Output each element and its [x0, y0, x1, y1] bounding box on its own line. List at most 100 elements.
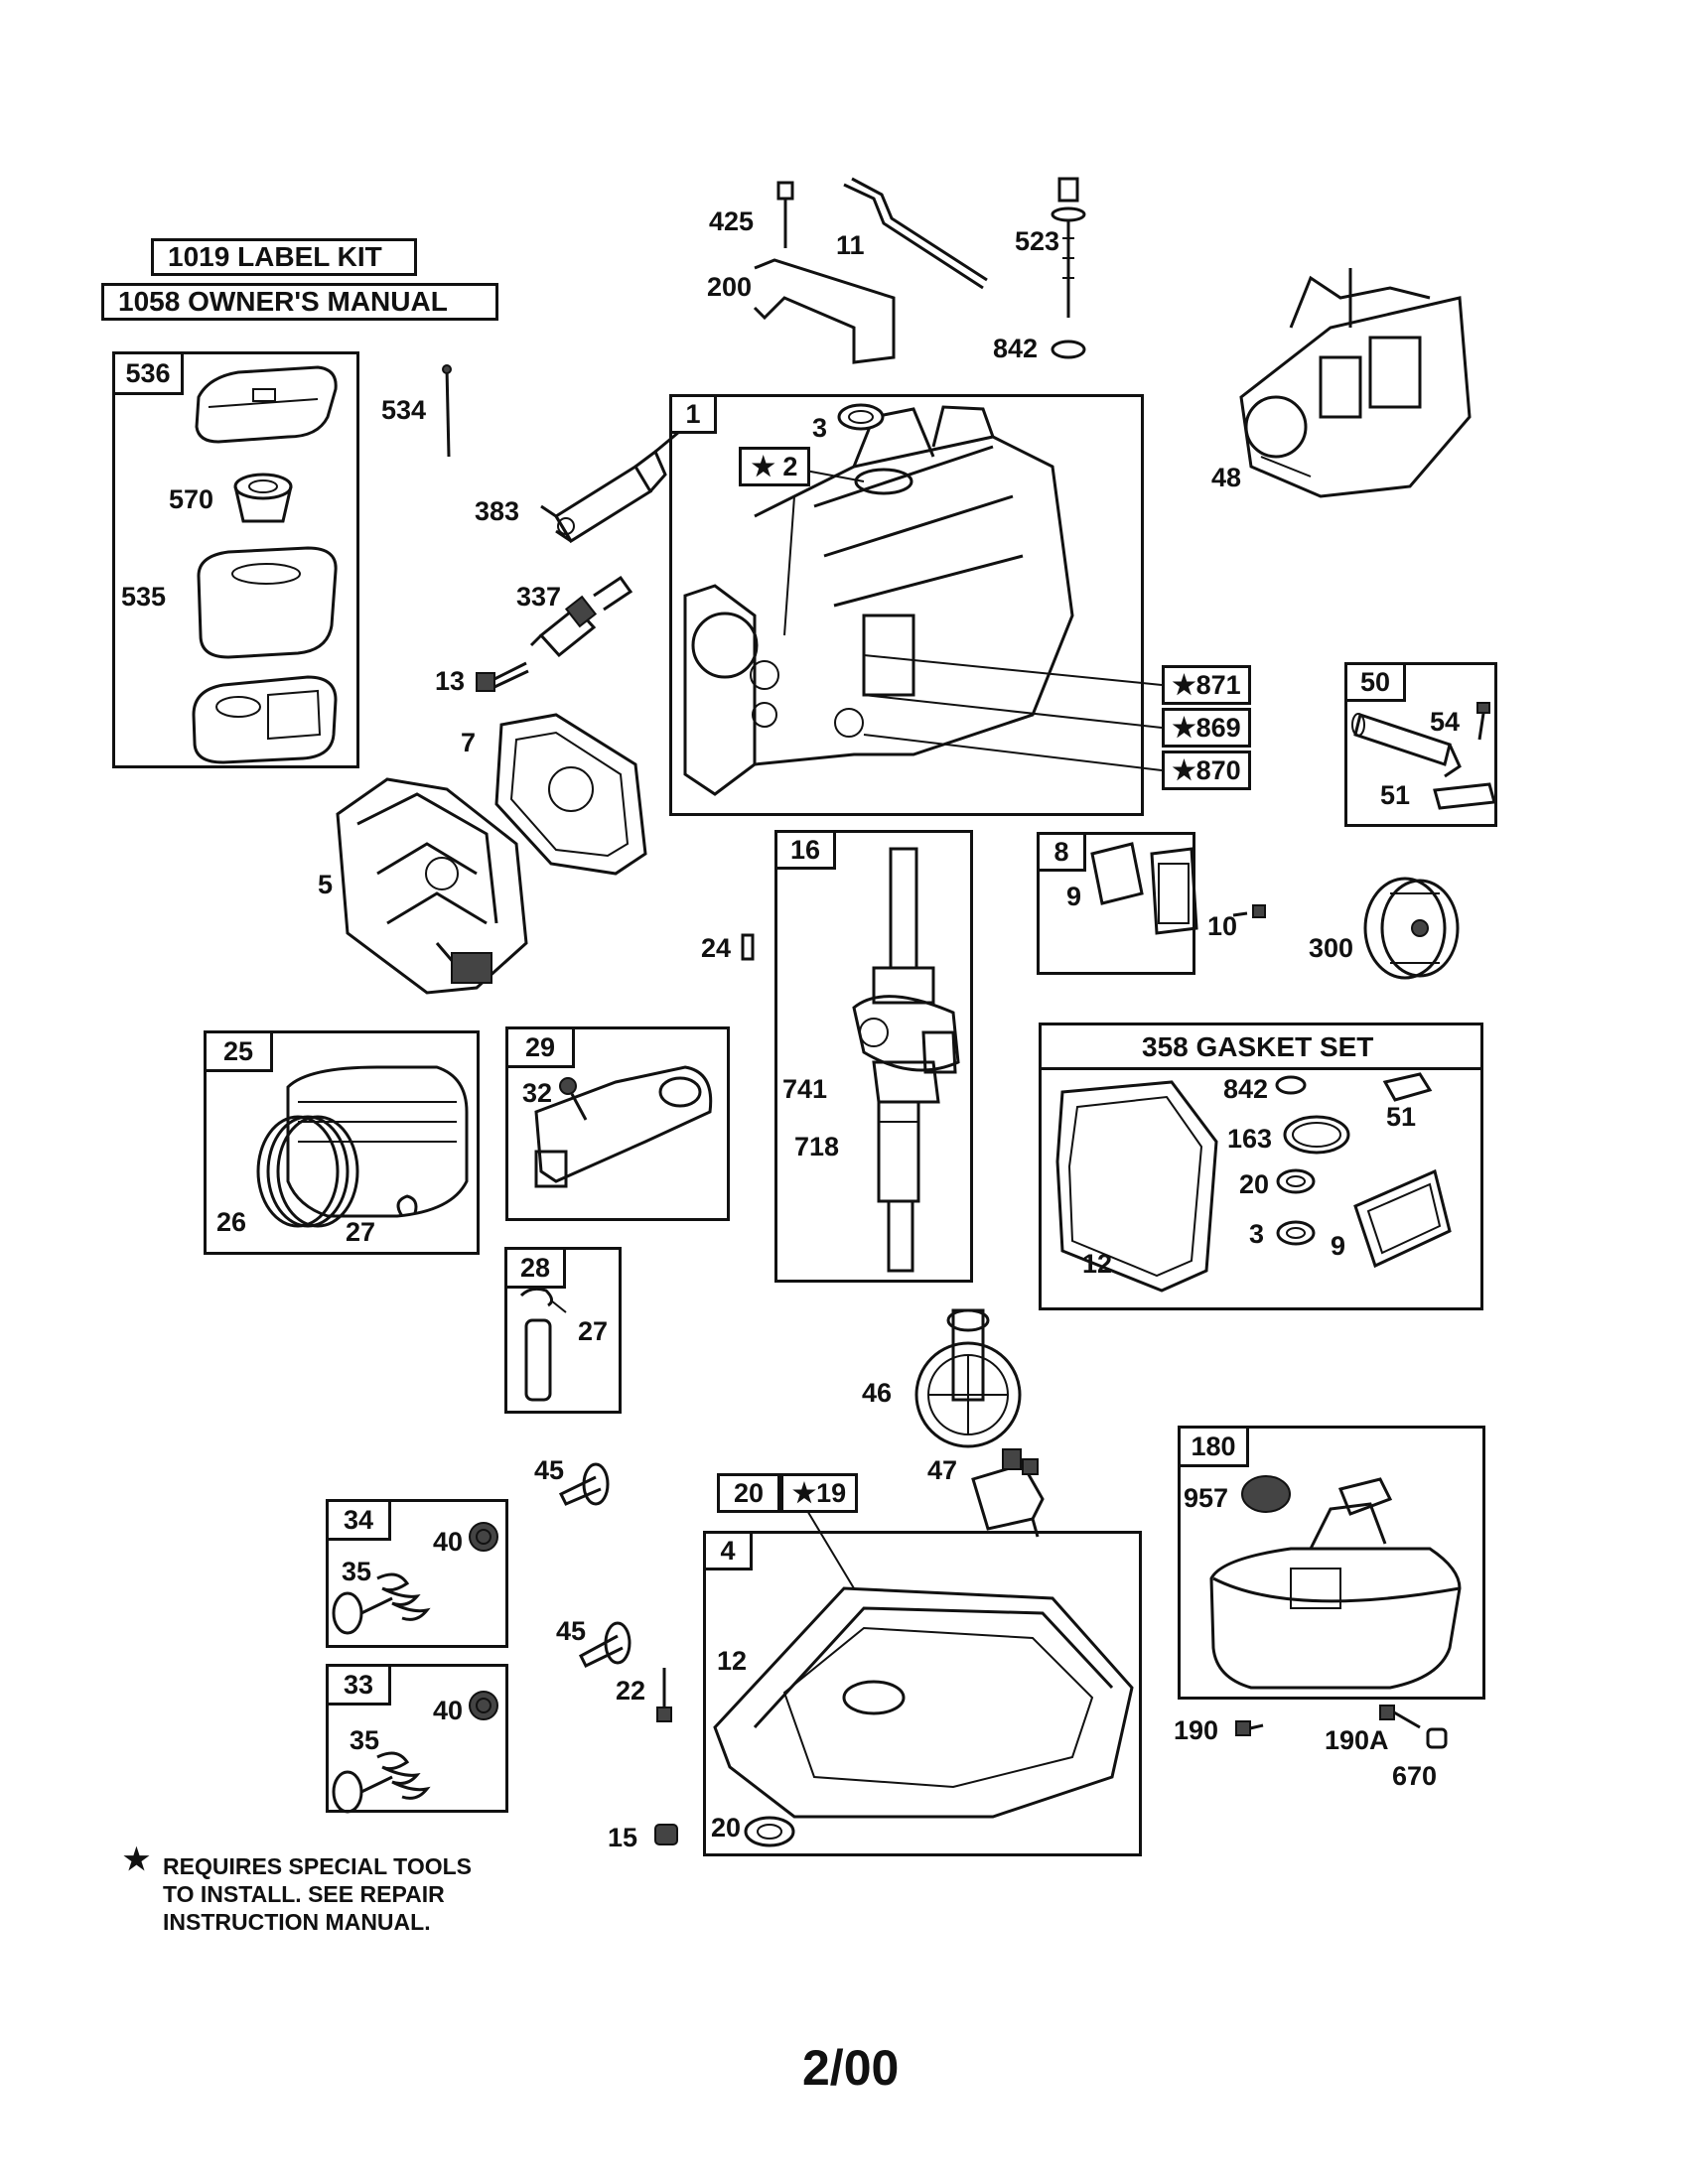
- piston-pin-28-drawing: [519, 1287, 567, 1402]
- special-tools-note-line1: REQUIRES SPECIAL TOOLS: [163, 1853, 472, 1879]
- spark-plug-337-drawing: [529, 575, 633, 658]
- fuel-tank-180-drawing: [1209, 1475, 1462, 1690]
- box-34: [326, 1499, 508, 1648]
- connecting-rod-29-drawing: [534, 1065, 713, 1188]
- label-300: 300: [1309, 933, 1354, 963]
- tag-25: 25: [204, 1030, 273, 1072]
- dipstick-523-drawing: [1051, 177, 1086, 318]
- tube-50-drawing: [1351, 702, 1496, 810]
- label-534: 534: [381, 395, 427, 425]
- short-block-48-drawing: [1239, 268, 1472, 498]
- box-180: [1178, 1426, 1485, 1700]
- camshaft-46-drawing: [914, 1308, 1022, 1448]
- label-27a: 27: [346, 1217, 376, 1247]
- label-741: 741: [782, 1074, 828, 1104]
- label-842b: 842: [1223, 1074, 1269, 1104]
- label-54: 54: [1430, 707, 1461, 737]
- bolt-22-drawing: [656, 1668, 672, 1722]
- label-9b: 9: [1331, 1231, 1346, 1261]
- valve-spring-34-drawing: [332, 1522, 498, 1635]
- tag-8: 8: [1037, 832, 1086, 872]
- valve-spring-33-drawing: [332, 1691, 498, 1814]
- box-25: [204, 1030, 480, 1255]
- label-12b: 12: [717, 1646, 748, 1676]
- seal-3-drawing: [837, 403, 885, 431]
- label-13: 13: [435, 666, 466, 696]
- label-20a: 20: [1239, 1169, 1270, 1199]
- gasket-set-title: 358 GASKET SET: [1142, 1031, 1374, 1062]
- label-957: 957: [1184, 1483, 1229, 1513]
- special-tools-star: ★: [123, 1843, 150, 1876]
- label-163: 163: [1227, 1124, 1273, 1154]
- box-8: [1037, 832, 1195, 975]
- flywheel-300-drawing: [1363, 877, 1460, 980]
- pin-534-drawing: [445, 366, 451, 458]
- tag-33: 33: [326, 1664, 391, 1706]
- tag-19: ★19: [780, 1473, 858, 1513]
- page-date: 2/00: [802, 2040, 900, 2096]
- box-1: [669, 394, 1144, 816]
- label-26: 26: [216, 1207, 247, 1237]
- box-33: [326, 1664, 508, 1813]
- label-kit-box: 1019 LABEL KIT: [151, 238, 417, 276]
- label-27b: 27: [578, 1316, 609, 1346]
- rod-11-drawing: [843, 183, 984, 290]
- label-190a: 190A: [1325, 1725, 1389, 1755]
- label-10: 10: [1207, 911, 1238, 941]
- screw-10-drawing: [1232, 904, 1266, 918]
- tag-29: 29: [505, 1026, 575, 1068]
- label-425: 425: [709, 206, 755, 236]
- label-12a: 12: [1082, 1249, 1113, 1279]
- label-11: 11: [836, 230, 865, 260]
- piston-25-drawing: [256, 1065, 469, 1228]
- label-7: 7: [461, 728, 477, 757]
- box-4: [703, 1531, 1142, 1856]
- air-filter-536-drawing: [192, 365, 338, 764]
- tag-2: ★ 2: [739, 447, 810, 486]
- screw-190a-drawing: [1379, 1705, 1421, 1729]
- label-51a: 51: [1380, 780, 1411, 810]
- box-16: [774, 830, 973, 1283]
- special-tools-note-line3: INSTRUCTION MANUAL.: [163, 1909, 431, 1935]
- dowel-24-drawing: [741, 933, 755, 961]
- label-40b: 40: [433, 1696, 464, 1725]
- governor-47-drawing: [971, 1448, 1045, 1538]
- label-190: 190: [1174, 1715, 1219, 1745]
- label-32: 32: [522, 1078, 553, 1108]
- valve-45a-drawing: [558, 1462, 610, 1506]
- label-20b: 20: [711, 1813, 742, 1843]
- label-3b: 3: [1249, 1219, 1265, 1249]
- tag-180: 180: [1178, 1426, 1249, 1467]
- valve-45b-drawing: [579, 1621, 632, 1668]
- label-15: 15: [608, 1823, 638, 1852]
- label-670: 670: [1392, 1761, 1438, 1791]
- box-50: [1344, 662, 1497, 827]
- label-337: 337: [516, 582, 562, 612]
- box-536: [112, 351, 359, 768]
- label-22: 22: [616, 1676, 646, 1706]
- tag-1: 1: [669, 394, 717, 434]
- label-35a: 35: [342, 1557, 372, 1586]
- washer-842-drawing: [1051, 340, 1086, 359]
- label-24: 24: [701, 933, 732, 963]
- cylinder-head-5-drawing: [336, 777, 528, 995]
- tag-28: 28: [504, 1247, 566, 1289]
- label-40a: 40: [433, 1527, 464, 1557]
- gasket-set-358-drawing: [1055, 1072, 1452, 1293]
- spacer-670-drawing: [1426, 1727, 1448, 1749]
- label-9a: 9: [1066, 882, 1082, 911]
- tag-34: 34: [326, 1499, 391, 1541]
- special-tools-note-line2: TO INSTALL. SEE REPAIR: [163, 1881, 445, 1907]
- label-45a: 45: [534, 1455, 565, 1485]
- label-51b: 51: [1386, 1102, 1417, 1132]
- crankcase-1-drawing: [683, 405, 1074, 796]
- label-45b: 45: [556, 1616, 587, 1646]
- breather-8-drawing: [1090, 842, 1198, 935]
- tag-4: 4: [703, 1531, 753, 1570]
- label-47: 47: [927, 1455, 958, 1485]
- label-3a: 3: [812, 413, 828, 443]
- owners-manual-box: 1058 OWNER'S MANUAL: [101, 283, 498, 321]
- tag-50: 50: [1344, 662, 1406, 702]
